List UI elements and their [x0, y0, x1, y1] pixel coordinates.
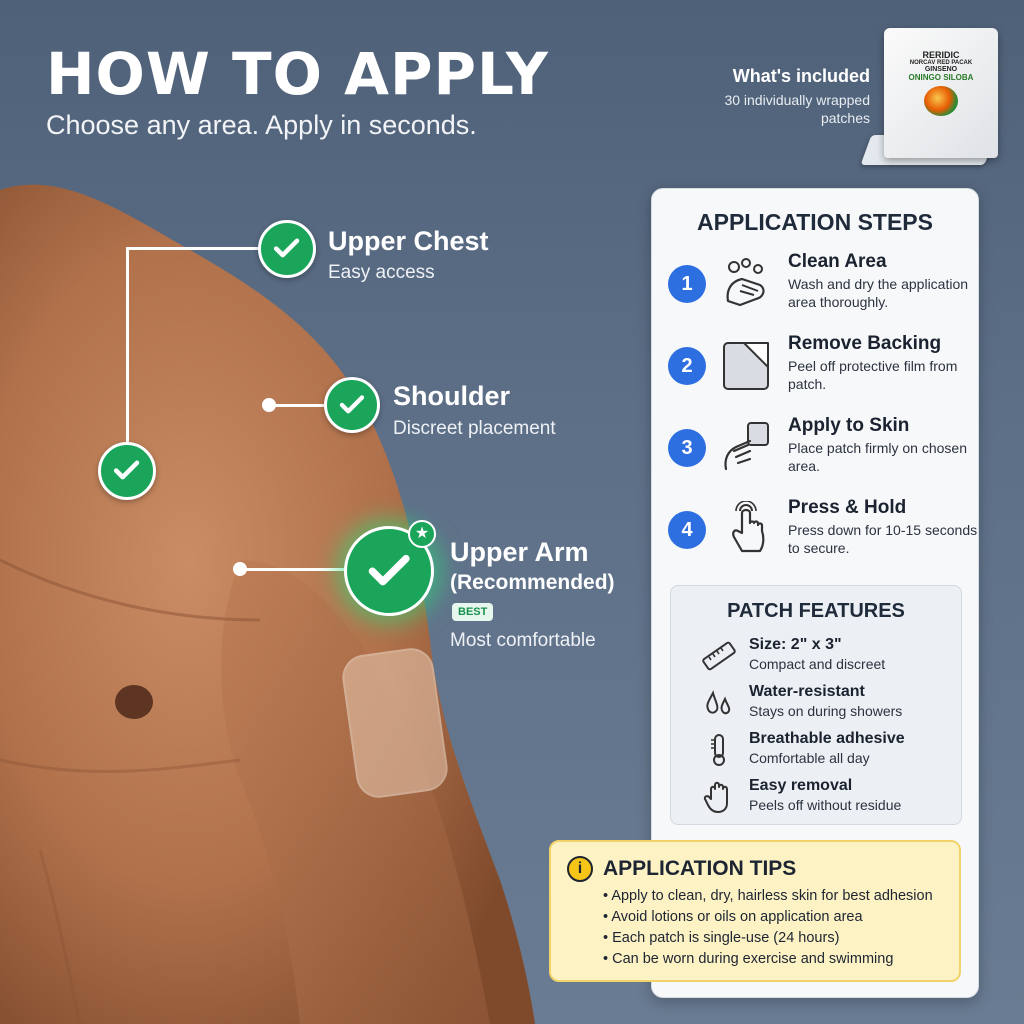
tip-item: Apply to clean, dry, hairless skin for b… [603, 886, 932, 907]
step-item: 1 Clean Area Wash and dry the applicatio… [668, 251, 968, 325]
step-title: Press & Hold [788, 497, 907, 518]
step-desc: Peel off protective film from patch. [788, 358, 958, 392]
check-icon [258, 220, 316, 278]
step-desc: Place patch firmly on chosen area. [788, 440, 967, 474]
step-number: 4 [668, 511, 706, 549]
patch-on-arm [342, 648, 448, 798]
included-title: What's included [732, 66, 870, 86]
callout-shoulder: Shoulder [393, 381, 511, 411]
callout-line [240, 568, 350, 571]
step-item: 3 Apply to Skin Place patch firmly on ch… [668, 415, 968, 489]
step-title: Clean Area [788, 251, 887, 272]
tip-item: Each patch is single-use (24 hours) [603, 928, 933, 949]
best-badge: BEST [452, 603, 494, 621]
page-title: HOW TO APPLY [46, 40, 549, 108]
package-line: GINSENO [924, 66, 958, 73]
steps-title: APPLICATION STEPS [697, 209, 933, 235]
step-number: 2 [668, 347, 706, 385]
page-subtitle: Choose any area. Apply in seconds. [46, 110, 477, 140]
included-description: 30 individually wrapped patches [724, 92, 870, 126]
step-item: 4 Press & Hold Press down for 10-15 seco… [668, 497, 977, 571]
ruler-icon [702, 641, 736, 671]
feature-title: Easy removal [749, 777, 853, 794]
callout-line [126, 247, 129, 447]
callout-upper-arm: Upper Arm [450, 537, 589, 567]
step-desc: Wash and dry the application area thorou… [788, 276, 969, 310]
feature-title: Size: 2" x 3" [749, 636, 842, 653]
patch-features-box: PATCH FEATURES Size: 2" x 3" Compact and… [670, 585, 962, 825]
hand-icon [703, 781, 728, 813]
tip-item: Avoid lotions or oils on application are… [603, 907, 933, 928]
callout-upper-chest-sub: Easy access [328, 262, 435, 283]
tips-list: Apply to clean, dry, hairless skin for b… [603, 886, 933, 970]
product-package: RERIDIC NORCAV RED PACAK GINSENO ONINGO … [884, 28, 998, 158]
step-number: 1 [668, 265, 706, 303]
feature-desc: Comfortable all day [749, 750, 870, 766]
droplets-icon [706, 690, 731, 715]
callout-shoulder-sub: Discreet placement [393, 418, 556, 439]
tips-title: APPLICATION TIPS [603, 857, 797, 880]
callout-upper-arm-sub: Most comfortable [450, 630, 596, 651]
step-number: 3 [668, 429, 706, 467]
ginkgo-leaf-icon [924, 86, 958, 116]
star-icon: ★ [408, 520, 436, 548]
callout-upper-chest: Upper Chest [328, 226, 489, 256]
feature-desc: Stays on during showers [749, 703, 903, 719]
thermometer-icon [711, 734, 725, 766]
features-title: PATCH FEATURES [727, 600, 905, 622]
check-icon [324, 377, 380, 433]
info-icon: i [567, 856, 593, 882]
feature-title: Breathable adhesive [749, 730, 905, 747]
step-title: Apply to Skin [788, 415, 910, 436]
callout-dot [262, 398, 276, 412]
step-item: 2 Remove Backing Peel off protective fil… [668, 333, 968, 407]
step-title: Remove Backing [788, 333, 942, 354]
peel-icon [723, 342, 769, 390]
feature-desc: Compact and discreet [749, 656, 886, 672]
callout-upper-arm-recommended: (Recommended) [450, 571, 615, 594]
hand-apply-icon [724, 422, 769, 471]
hands-washing-icon [726, 258, 765, 307]
package-line: RERIDIC [922, 50, 960, 60]
feature-title: Water-resistant [749, 683, 865, 700]
package-line: ONINGO SILOBA [908, 73, 974, 82]
callout-line [270, 404, 330, 407]
callout-line [126, 247, 262, 250]
feature-desc: Peels off without residue [749, 797, 902, 813]
package-line: NORCAV RED PACAK [909, 60, 973, 66]
tip-item: Can be worn during exercise and swimming [603, 949, 933, 970]
press-finger-icon [732, 501, 765, 553]
step-desc: Press down for 10-15 seconds to secure. [788, 522, 978, 556]
application-tips-box: i APPLICATION TIPS Apply to clean, dry, … [549, 840, 961, 982]
check-icon [98, 442, 156, 500]
